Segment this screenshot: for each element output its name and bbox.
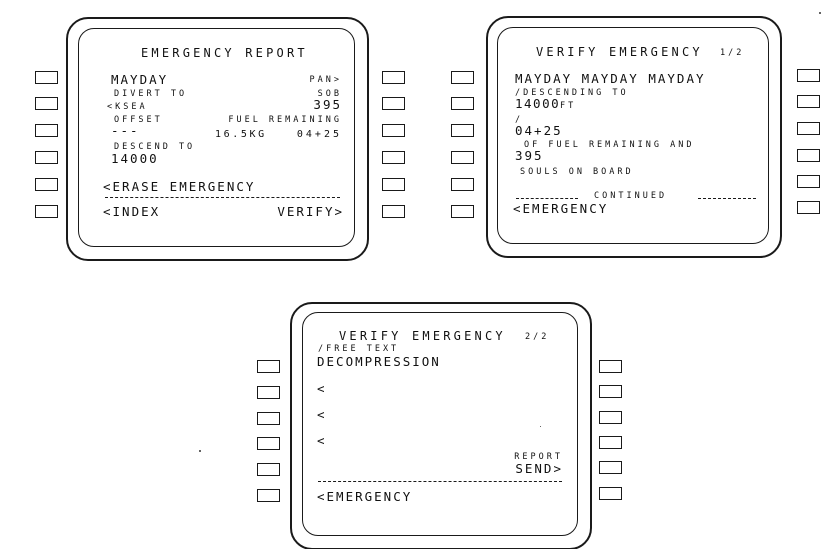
lsk-2r[interactable] <box>797 95 820 108</box>
descend-to-label: DESCEND TO <box>114 142 196 152</box>
lsk-6r[interactable] <box>599 487 622 500</box>
lsk-4l[interactable] <box>451 151 474 164</box>
scan-speck <box>199 450 201 452</box>
sob-label: SOB <box>317 89 342 99</box>
lsk-1r[interactable] <box>797 69 820 82</box>
lsk-3r[interactable] <box>797 122 820 135</box>
free-text-prompt-2[interactable]: < <box>317 407 327 422</box>
page-title: VERIFY EMERGENCY <box>339 329 506 343</box>
offset-label: OFFSET <box>114 115 163 125</box>
verify-line-2: /DESCENDING TO <box>515 88 629 98</box>
lsk-5r[interactable] <box>599 461 622 474</box>
pan-option[interactable]: PAN> <box>309 75 342 85</box>
lsk-2l[interactable] <box>257 386 280 399</box>
lsk-5l[interactable] <box>451 178 474 191</box>
separator-line-right <box>698 198 756 199</box>
offset-value[interactable]: --- <box>111 123 140 138</box>
verify-line-7: 395 <box>515 148 544 163</box>
lsk-3l[interactable] <box>451 124 474 137</box>
lsk-5l[interactable] <box>35 178 58 191</box>
lsk-5r[interactable] <box>382 178 405 191</box>
lsk-6r[interactable] <box>797 201 820 214</box>
verify-button[interactable]: VERIFY> <box>277 204 344 219</box>
sob-value[interactable]: 395 <box>313 97 342 112</box>
verify-line-4: / <box>515 115 524 125</box>
separator-line-left <box>516 198 578 199</box>
lsk-2r[interactable] <box>599 385 622 398</box>
divert-to-label: DIVERT TO <box>114 89 188 99</box>
continued-label: CONTINUED <box>594 191 668 201</box>
lsk-3l[interactable] <box>257 412 280 425</box>
lsk-3r[interactable] <box>382 124 405 137</box>
lsk-4l[interactable] <box>257 437 280 450</box>
mayday-option[interactable]: MAYDAY <box>111 72 169 87</box>
separator-line <box>318 481 562 482</box>
divert-to-value[interactable]: <KSEA <box>107 102 148 112</box>
lsk-1r[interactable] <box>599 360 622 373</box>
free-text-value[interactable]: DECOMPRESSION <box>317 354 441 369</box>
lsk-4l[interactable] <box>35 151 58 164</box>
lsk-5r[interactable] <box>797 175 820 188</box>
descend-to-value[interactable]: 14000 <box>111 151 159 166</box>
lsk-3l[interactable] <box>35 124 58 137</box>
verify-line-8: SOULS ON BOARD <box>520 167 634 177</box>
lsk-1l[interactable] <box>35 71 58 84</box>
erase-emergency-button[interactable]: <ERASE EMERGENCY <box>103 179 256 194</box>
scan-speck <box>540 426 541 427</box>
page-title: EMERGENCY REPORT <box>141 46 308 60</box>
fuel-remaining-label: FUEL REMAINING <box>228 115 342 125</box>
free-text-label: /FREE TEXT <box>318 344 400 354</box>
lsk-6l[interactable] <box>35 205 58 218</box>
cdu-verify-emergency-2: VERIFY EMERGENCY 2/2 /FREE TEXT DECOMPRE… <box>240 290 640 549</box>
scan-speck <box>819 12 821 14</box>
page-number: 2/2 <box>525 332 550 342</box>
cdu-screen: VERIFY EMERGENCY 2/2 /FREE TEXT DECOMPRE… <box>302 312 578 536</box>
verify-line-5: 04+25 <box>515 123 563 138</box>
emergency-button[interactable]: <EMERGENCY <box>513 201 609 216</box>
lsk-1l[interactable] <box>257 360 280 373</box>
lsk-4r[interactable] <box>382 151 405 164</box>
verify-line-3-unit: FT <box>560 101 577 111</box>
page-number: 1/2 <box>720 48 745 58</box>
page-title: VERIFY EMERGENCY <box>536 45 703 59</box>
lsk-1l[interactable] <box>451 71 474 84</box>
free-text-prompt-1[interactable]: < <box>317 381 327 396</box>
cdu-screen: EMERGENCY REPORT MAYDAY PAN> DIVERT TO S… <box>78 28 355 247</box>
index-button[interactable]: <INDEX <box>103 204 161 219</box>
emergency-button[interactable]: <EMERGENCY <box>317 489 413 504</box>
lsk-4r[interactable] <box>797 149 820 162</box>
lsk-4r[interactable] <box>599 436 622 449</box>
verify-line-3-value: 14000 <box>515 96 561 111</box>
lsk-2r[interactable] <box>382 97 405 110</box>
cdu-verify-emergency-1: VERIFY EMERGENCY 1/2 MAYDAY MAYDAY MAYDA… <box>440 0 838 270</box>
separator-line <box>105 197 340 198</box>
lsk-6l[interactable] <box>451 205 474 218</box>
fuel-remaining-value: 16.5KG <box>215 129 267 140</box>
verify-line-6: OF FUEL REMAINING AND <box>524 140 695 150</box>
cdu-emergency-report: EMERGENCY REPORT MAYDAY PAN> DIVERT TO S… <box>0 0 420 270</box>
lsk-3r[interactable] <box>599 411 622 424</box>
lsk-6l[interactable] <box>257 489 280 502</box>
lsk-6r[interactable] <box>382 205 405 218</box>
lsk-5l[interactable] <box>257 463 280 476</box>
send-button[interactable]: SEND> <box>515 461 563 476</box>
free-text-prompt-3[interactable]: < <box>317 433 327 448</box>
fuel-remaining-time[interactable]: 04+25 <box>296 129 342 140</box>
lsk-1r[interactable] <box>382 71 405 84</box>
verify-line-1: MAYDAY MAYDAY MAYDAY <box>515 71 706 86</box>
cdu-screen: VERIFY EMERGENCY 1/2 MAYDAY MAYDAY MAYDA… <box>497 27 769 244</box>
lsk-2l[interactable] <box>35 97 58 110</box>
report-label: REPORT <box>514 452 563 462</box>
lsk-2l[interactable] <box>451 97 474 110</box>
